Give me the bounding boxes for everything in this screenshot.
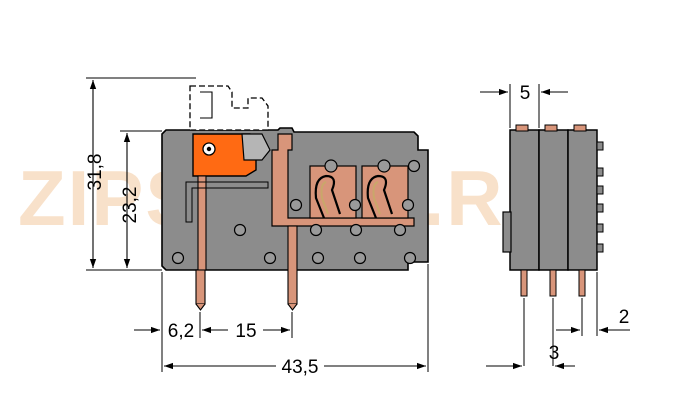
- side-module-3: [567, 129, 598, 271]
- lever-pivot-inner: [206, 146, 212, 152]
- hole: [353, 251, 367, 265]
- side-module-1: [509, 129, 540, 271]
- dim-side-pin-span: 3: [549, 343, 560, 364]
- side-pin-3: [578, 269, 586, 297]
- spring-1: [314, 174, 342, 219]
- hole: [407, 159, 421, 173]
- dim-pin-offset: 6,2: [168, 321, 194, 342]
- solder-pin-2-tip: [287, 303, 298, 311]
- dim-module-width: 5: [520, 83, 531, 104]
- solder-pin-2: [287, 225, 298, 305]
- hole: [403, 251, 417, 265]
- hole: [393, 223, 407, 237]
- hole: [309, 223, 323, 237]
- solder-pin-1: [195, 269, 206, 305]
- dim-pin-pitch: 15: [235, 321, 256, 342]
- hole: [324, 159, 338, 173]
- dim-total-height: 31,8: [85, 154, 106, 191]
- hole: [263, 251, 277, 265]
- lever-raised-detail: [200, 91, 213, 119]
- hole: [401, 198, 415, 212]
- front-view: [161, 85, 429, 311]
- contact-post: [271, 133, 415, 227]
- side-dimensions: 5 2 3: [480, 83, 630, 370]
- inner-orange-bracket: [185, 181, 269, 223]
- front-dimensions: 31,8 23,2 6,2 15 43,5: [85, 77, 429, 378]
- dim-side-pin-gap: 2: [619, 307, 630, 328]
- hole: [233, 223, 247, 237]
- spring-2: [366, 174, 394, 219]
- hole: [311, 251, 325, 265]
- hole: [349, 223, 363, 237]
- spring-1-inner: [320, 181, 329, 215]
- hole: [289, 198, 303, 212]
- side-module-2: [538, 129, 569, 271]
- left-conductor: [197, 175, 207, 271]
- spring-2-inner: [372, 181, 381, 215]
- hole: [377, 159, 391, 173]
- dim-total-width: 43,5: [282, 357, 319, 378]
- hole: [171, 251, 185, 265]
- side-view: [502, 124, 604, 297]
- side-pin-1: [520, 269, 528, 297]
- solder-pin-1-tip: [195, 303, 206, 311]
- lever-gray-tab: [241, 133, 271, 161]
- lever-raised-outline: [189, 85, 269, 131]
- dim-body-height: 23,2: [120, 187, 141, 224]
- hole: [348, 198, 362, 212]
- side-pin-2: [549, 269, 557, 297]
